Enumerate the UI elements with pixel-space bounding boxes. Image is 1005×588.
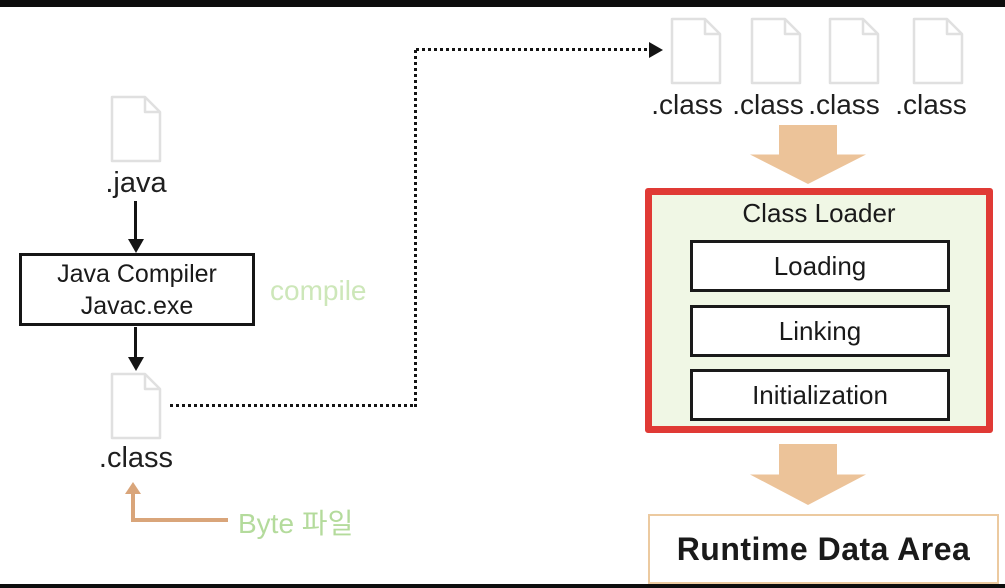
class-file-icon — [110, 372, 162, 440]
class-file-icon — [750, 17, 802, 85]
class-file-icon — [828, 17, 880, 85]
compile-label: compile — [270, 275, 367, 306]
byte-file-label: Byte 파일 — [238, 508, 354, 539]
stage-box-initialization: Initialization — [690, 369, 950, 421]
top-black-bar — [0, 0, 1005, 7]
dotted-segment-top — [416, 48, 650, 51]
java-file-icon — [110, 95, 162, 163]
dotted-segment-vertical — [414, 50, 417, 407]
class-file-label: .class — [895, 89, 967, 120]
stage-box-loading: Loading — [690, 240, 950, 292]
class-loader-title: Class Loader — [742, 198, 896, 228]
dotted-arrowhead-icon — [649, 42, 663, 58]
class-file-icon — [670, 17, 722, 85]
runtime-data-area-box: Runtime Data Area — [648, 514, 999, 584]
block-arrow-down-icon — [750, 444, 866, 505]
dotted-segment-bottom — [170, 404, 416, 407]
class-file-icon — [912, 17, 964, 85]
java-compiler-box: Java Compiler Javac.exe — [19, 253, 255, 326]
class-file-label: .class — [732, 89, 804, 120]
stage-box-linking: Linking — [690, 305, 950, 357]
compiler-line2: Javac.exe — [80, 291, 194, 320]
compiler-line1: Java Compiler — [57, 259, 217, 288]
class-file-label: .class — [98, 442, 174, 474]
class-file-label: .class — [651, 89, 723, 120]
java-file-label: .java — [105, 167, 167, 199]
runtime-data-area-label: Runtime Data Area — [676, 530, 971, 567]
block-arrow-down-icon — [750, 125, 866, 184]
bottom-black-bar — [0, 584, 1005, 588]
class-file-label: .class — [808, 89, 880, 120]
